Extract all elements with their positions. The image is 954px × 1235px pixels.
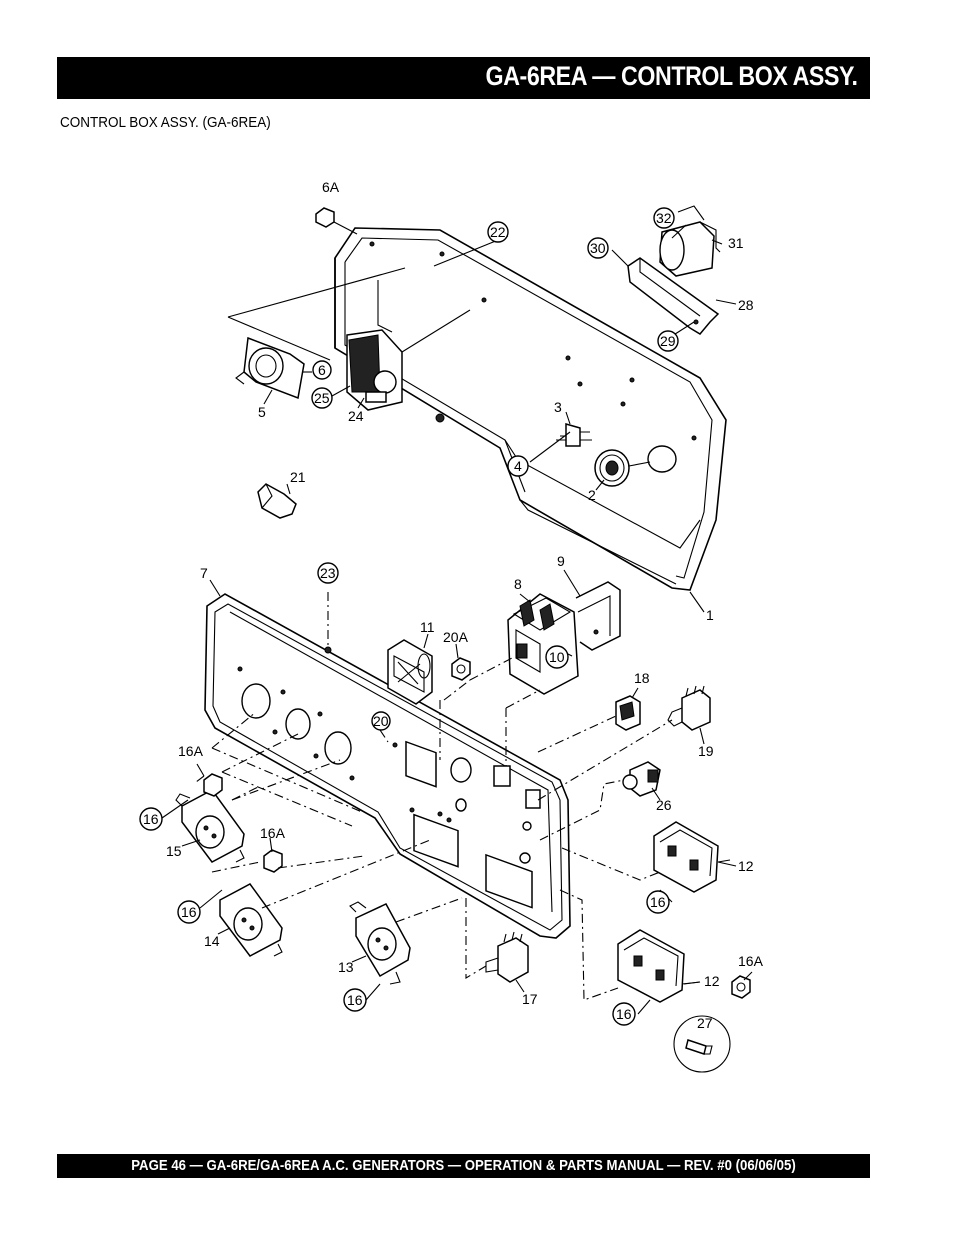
- callout-22: 22: [490, 224, 506, 240]
- receptacle-13: [349, 901, 411, 985]
- callout-5: 5: [258, 404, 266, 420]
- callout-11: 11: [420, 619, 435, 635]
- nut-20a: [451, 657, 471, 681]
- meter-11: [387, 639, 433, 705]
- page-header-bar: GA-6REA — CONTROL BOX ASSY.: [57, 57, 870, 99]
- breaker-5: [227, 267, 406, 400]
- callout-16-b: 16: [650, 894, 666, 910]
- callout-7: 7: [200, 565, 208, 581]
- callout-23: 23: [320, 565, 336, 581]
- callout-13: 13: [338, 959, 354, 975]
- rectifier-3: [529, 423, 592, 463]
- callout-20A: 20A: [443, 629, 469, 645]
- callout-16-c: 16: [181, 904, 197, 920]
- callout-30: 30: [590, 240, 606, 256]
- callout-8: 8: [514, 576, 522, 592]
- callout-12-b: 12: [704, 973, 720, 989]
- main-breaker-8: [507, 581, 621, 695]
- callout-1: 1: [706, 607, 714, 623]
- callout-2: 2: [588, 487, 596, 503]
- callout-32: 32: [656, 210, 672, 226]
- pushbutton-26: [622, 761, 661, 797]
- nut-6a: [315, 207, 358, 235]
- diagram-subtitle: CONTROL BOX ASSY. (GA-6REA): [60, 114, 271, 131]
- nut-16a-right: [731, 975, 751, 999]
- callout-6: 6: [318, 362, 326, 378]
- receptacle-12-upper: [653, 821, 731, 893]
- receptacle-12-lower: [617, 929, 701, 1003]
- page-footer-bar: PAGE 46 — GA-6RE/GA-6REA A.C. GENERATORS…: [57, 1154, 870, 1178]
- callout-25: 25: [314, 390, 330, 406]
- callout-18: 18: [634, 670, 650, 686]
- callout-12-a: 12: [738, 858, 754, 874]
- callout-4: 4: [514, 458, 522, 474]
- callout-24: 24: [348, 408, 364, 424]
- callout-16A-b: 16A: [260, 825, 286, 841]
- callout-19: 19: [698, 743, 714, 759]
- assembly-lines: [195, 592, 673, 1001]
- callout-28: 28: [738, 297, 754, 313]
- callout-21: 21: [290, 469, 306, 485]
- switch-18: [615, 695, 641, 731]
- callout-6A: 6A: [322, 179, 340, 195]
- page-title: GA-6REA — CONTROL BOX ASSY.: [485, 61, 858, 91]
- front-panel-7: [204, 593, 571, 939]
- callout-16A-a: 16A: [178, 743, 204, 759]
- callout-3: 3: [554, 399, 562, 415]
- relay-bracket-28: [627, 205, 721, 335]
- callout-20: 20: [373, 713, 389, 729]
- toggle-switch-19: [667, 685, 711, 731]
- callout-16A-c: 16A: [738, 953, 764, 969]
- callout-17: 17: [522, 991, 538, 1007]
- callout-29: 29: [660, 333, 676, 349]
- receptacle-15: [175, 773, 245, 863]
- callout-14: 14: [204, 933, 220, 949]
- callout-15: 15: [166, 843, 182, 859]
- callout-27: 27: [697, 1015, 713, 1031]
- receptacle-14: [219, 849, 283, 957]
- terminal-block-24: [346, 309, 471, 411]
- callout-16-a: 16: [143, 811, 159, 827]
- callout-9: 9: [557, 553, 565, 569]
- toggle-switch-17: [485, 931, 529, 983]
- callout-10: 10: [549, 649, 565, 665]
- pilot-lamp-21: [257, 483, 297, 519]
- callout-26: 26: [656, 797, 672, 813]
- grommet-2: [594, 449, 651, 487]
- callout-16-e: 16: [616, 1006, 632, 1022]
- fuse-27: [673, 1015, 731, 1073]
- callout-labels: 6A 22 32 30 31 28 29 6 25 5 24 3 4 2 21 …: [139, 179, 764, 1031]
- callout-31: 31: [728, 235, 744, 251]
- callout-16-d: 16: [347, 992, 363, 1008]
- page-footer-text: PAGE 46 — GA-6RE/GA-6REA A.C. GENERATORS…: [131, 1157, 796, 1174]
